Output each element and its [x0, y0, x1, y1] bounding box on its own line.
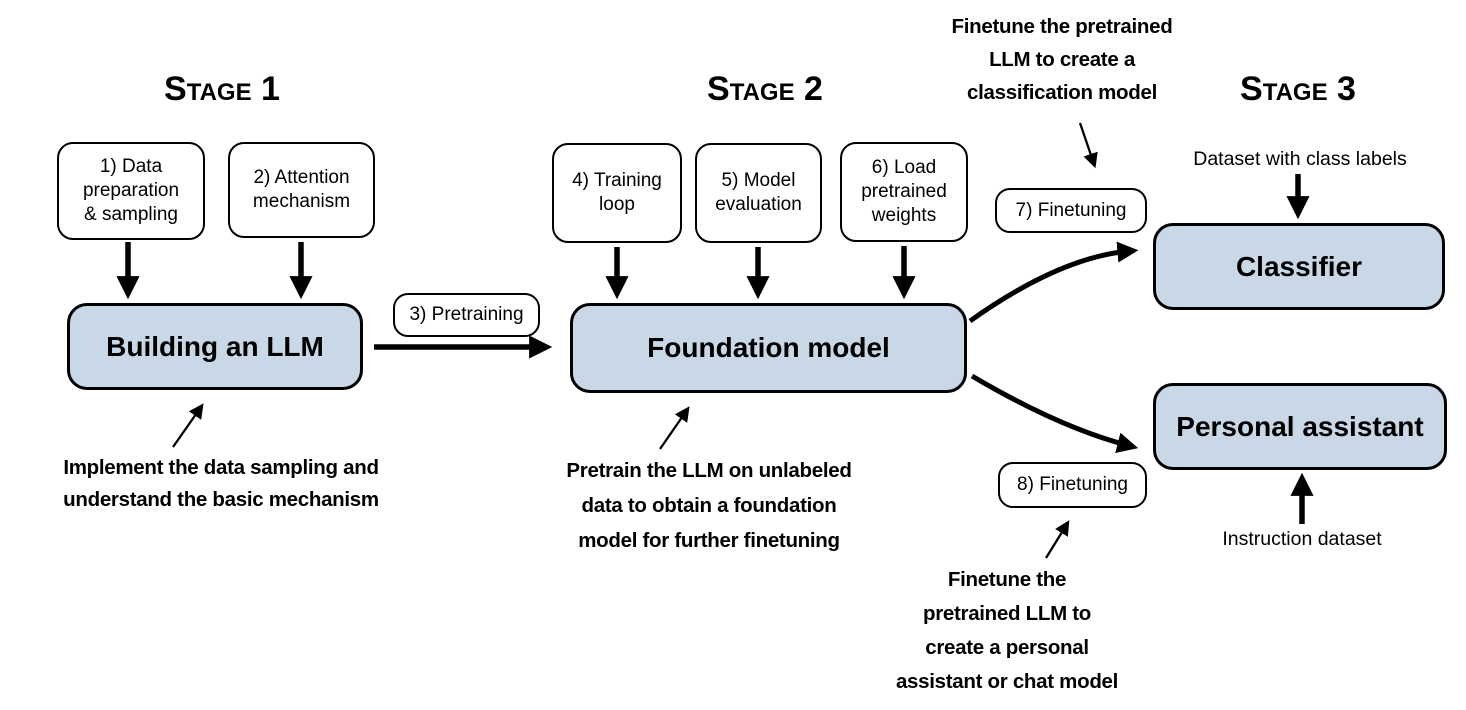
step-box-8-finetuning: 8) Finetuning	[998, 462, 1147, 508]
step-box-6-load-pretrained-weights: 6) Load pretrained weights	[840, 142, 968, 242]
node-building-an-llm: Building an LLM	[67, 303, 363, 390]
step-box-2-attention-mechanism: 2) Attention mechanism	[228, 142, 375, 238]
node-personal-assistant: Personal assistant	[1153, 383, 1447, 470]
note-finetune-assistant: Finetune the pretrained LLM to create a …	[895, 568, 1119, 693]
label-instruction-dataset: Instruction dataset	[1222, 528, 1382, 550]
step-box-4-training-loop: 4) Training loop	[552, 143, 682, 243]
note-stage2-pretrain: Pretrain the LLM on unlabeled data to ob…	[566, 459, 852, 552]
arrow-note1-to-building	[172, 403, 204, 448]
node-foundation-model: Foundation model	[570, 303, 967, 393]
arrow-note4-to-finetuning8	[1045, 520, 1070, 559]
note-stage1-implement: Implement the data sampling and understa…	[63, 456, 379, 511]
arrow-foundation-to-assistant	[970, 373, 1139, 454]
stage-3-heading: Stage 3	[1240, 70, 1356, 108]
arrow-note2-to-foundation	[659, 406, 690, 450]
step-box-5-model-evaluation: 5) Model evaluation	[695, 143, 822, 243]
arrow-note3-to-finetuning7	[1078, 122, 1098, 169]
step-box-1-data-preparation: 1) Data preparation & sampling	[57, 142, 205, 240]
arrow-foundation-to-classifier	[968, 241, 1139, 324]
step-box-7-finetuning: 7) Finetuning	[995, 188, 1147, 233]
stage-1-heading: Stage 1	[164, 70, 280, 108]
node-classifier: Classifier	[1153, 223, 1445, 310]
stage-2-heading: Stage 2	[707, 70, 823, 108]
label-dataset-with-class-labels: Dataset with class labels	[1193, 148, 1407, 170]
note-finetune-classification: Finetune the pretrained LLM to create a …	[951, 15, 1173, 104]
step-box-3-pretraining: 3) Pretraining	[393, 293, 540, 337]
